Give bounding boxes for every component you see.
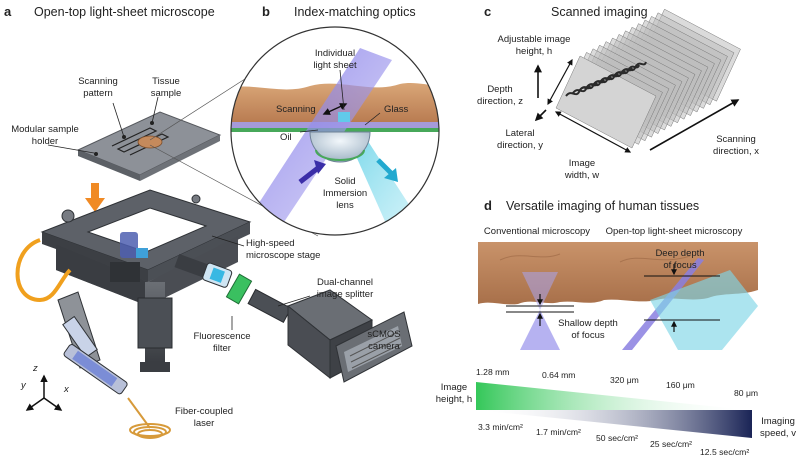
scanning-direction-arrow-icon xyxy=(649,99,740,151)
speed-value-1: 1.7 min/cm² xyxy=(536,427,581,437)
panel-d: d Versatile imaging of human tissues Con… xyxy=(436,198,796,457)
height-value-2: 320 μm xyxy=(610,375,639,385)
splitter-leader xyxy=(277,295,311,307)
glass-leader xyxy=(364,112,381,126)
image-height-label-2: height, h xyxy=(436,394,472,405)
height-bracket-icon xyxy=(547,58,573,106)
depth-label-2: direction, z xyxy=(477,96,523,107)
image-height-wedge xyxy=(476,382,748,410)
filter-label-1: Fluorescence xyxy=(193,331,250,342)
stage-label-1: High-speed xyxy=(246,238,295,249)
speed-value-3: 25 sec/cm² xyxy=(650,439,692,449)
oil-leader xyxy=(299,129,319,133)
camera-label-2: camera xyxy=(368,341,400,352)
imaging-speed-label-2: speed, v xyxy=(760,428,796,439)
height-value-0: 1.28 mm xyxy=(476,367,509,377)
lateral-label-2: direction, y xyxy=(497,140,543,151)
width-label-1: Image xyxy=(569,158,595,169)
panel-a-title: Open-top light-sheet microscope xyxy=(34,5,215,19)
width-bracket-icon xyxy=(554,111,632,153)
panel-a: a Open-top light-sheet microscope Scanni… xyxy=(4,4,413,439)
slice-texture xyxy=(621,61,647,73)
speed-value-2: 50 sec/cm² xyxy=(596,433,638,443)
panel-d-letter: d xyxy=(484,198,492,213)
tissue-sample-label-2: sample xyxy=(151,88,182,99)
depth-label-1: Depth xyxy=(487,84,512,95)
tissue-comparison-image xyxy=(478,242,758,350)
panel-a-letter: a xyxy=(4,4,12,19)
axis-y-label: y xyxy=(20,380,27,391)
panel-d-title: Versatile imaging of human tissues xyxy=(506,199,699,213)
stage-label-2: microscope stage xyxy=(246,250,320,261)
image-height-label-1: Image xyxy=(441,382,467,393)
width-label-2: width, w xyxy=(564,170,599,181)
light-sheet-leader xyxy=(339,69,345,111)
scan-dir-label-2: direction, x xyxy=(713,146,759,157)
lens-label-3: lens xyxy=(336,200,354,211)
splitter-label-2: image splitter xyxy=(317,289,374,300)
panel-c-letter: c xyxy=(484,4,491,19)
laser-label-2: laser xyxy=(194,418,215,429)
oil-label: Oil xyxy=(280,132,292,143)
zoom-circle xyxy=(230,26,440,236)
height-value-4: 80 μm xyxy=(734,388,758,398)
shallow-dof-label-2: of focus xyxy=(571,330,605,341)
tissue-sample-leader xyxy=(151,96,159,124)
index-matching-inset xyxy=(231,27,439,235)
panel-b: b Index-matching optics xyxy=(230,4,440,236)
height-value-3: 160 μm xyxy=(666,380,695,390)
laser-label-1: Fiber-coupled xyxy=(175,406,233,417)
camera-label-1: sCMOS xyxy=(367,329,400,340)
scan-dir-label-1: Scanning xyxy=(716,134,756,145)
scanning-pattern-label-2: pattern xyxy=(83,88,113,99)
height-value-1: 0.64 mm xyxy=(542,370,575,380)
light-sheet-label-1: Individual xyxy=(315,48,355,59)
height-label-2: height, h xyxy=(516,46,552,57)
deep-dof-label-2: of focus xyxy=(663,260,697,271)
lens-label-2: Immersion xyxy=(323,188,367,199)
deep-dof-label-1: Deep depth xyxy=(655,248,704,259)
axis-x-label: x xyxy=(63,384,70,395)
orange-down-arrow-icon xyxy=(85,183,105,212)
axis-z-label: z xyxy=(32,363,38,374)
lateral-label-1: Lateral xyxy=(505,128,534,139)
panel-b-letter: b xyxy=(262,4,270,19)
scanning-pattern-label-1: Scanning xyxy=(78,76,118,87)
tissue-sample-label-1: Tissue xyxy=(152,76,180,87)
panel-b-title: Index-matching optics xyxy=(294,5,416,19)
holder-leader xyxy=(47,144,95,154)
glass-label: Glass xyxy=(384,104,409,115)
height-label-1: Adjustable image xyxy=(498,34,571,45)
light-sheet-label-2: light sheet xyxy=(313,60,357,71)
camera-body xyxy=(287,289,413,383)
xyz-axis-icon xyxy=(25,374,63,411)
conventional-label: Conventional microscopy xyxy=(484,226,590,237)
otls-label: Open-top light-sheet microscopy xyxy=(606,226,743,237)
lens-label-1: Solid xyxy=(334,176,355,187)
speed-value-0: 3.3 min/cm² xyxy=(478,422,523,432)
splitter-label-1: Dual-channel xyxy=(317,277,373,288)
panel-c-title: Scanned imaging xyxy=(551,5,648,19)
zoom-connector-top xyxy=(149,67,263,141)
modular-holder-label-2: holder xyxy=(32,136,58,147)
speed-value-4: 12.5 sec/cm² xyxy=(700,447,749,457)
lateral-arrow-icon xyxy=(534,109,547,122)
scanning-arrow-icon xyxy=(322,103,348,115)
modular-holder-label-1: Modular sample xyxy=(11,124,79,135)
filter-label-2: filter xyxy=(213,343,231,354)
scanning-pattern-leader xyxy=(112,102,125,138)
shallow-dof-label-1: Shallow depth xyxy=(558,318,618,329)
imaging-speed-wedge xyxy=(476,410,752,438)
scanning-label: Scanning xyxy=(276,104,316,115)
microscope-illustration xyxy=(15,189,413,439)
stage-leader xyxy=(211,235,245,247)
imaging-speed-label-1: Imaging xyxy=(761,416,795,427)
panel-c: c Scanned imaging Adjustable image heigh… xyxy=(477,4,759,181)
sample-holder-illustration xyxy=(76,111,222,181)
